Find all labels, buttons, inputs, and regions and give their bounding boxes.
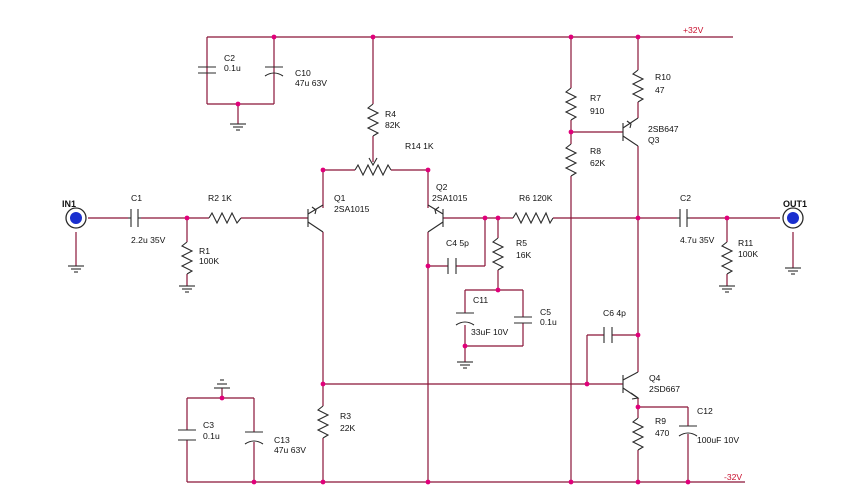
r2-ref: R2 1K: [208, 193, 232, 203]
transistor-q1-symbol: [307, 204, 324, 233]
c12-value: 100uF 10V: [697, 435, 739, 445]
capacitor-c4-symbol: [447, 258, 457, 274]
c3-ref: C3: [203, 420, 214, 430]
c4-ref: C4 5p: [446, 238, 469, 248]
wires: [75, 36, 794, 483]
capacitor-c2-decoupling-symbol: [198, 66, 216, 74]
c5-ref: C5: [540, 307, 551, 317]
r4-ref: R4: [385, 109, 396, 119]
output-port-label: OUT1: [783, 199, 807, 209]
c1-ref: C1: [131, 193, 142, 203]
q2-part: 2SA1015: [432, 193, 468, 203]
r6-ref: R6 120K: [519, 193, 553, 203]
junction-dots: [184, 34, 730, 485]
c13-ref: C13: [274, 435, 290, 445]
c2-decoupling-value: 0.1u: [224, 63, 241, 73]
negative-rail-label: -32V: [724, 472, 742, 482]
resistor-r5-symbol: [491, 237, 505, 271]
c3-value: 0.1u: [203, 431, 220, 441]
ground-symbol-output: [785, 267, 801, 275]
r11-value: 100K: [738, 249, 758, 259]
r4-value: 82K: [385, 120, 401, 130]
capacitor-c10-symbol: [264, 66, 284, 77]
ground-symbol-input: [68, 265, 84, 273]
r11-ref: R11: [738, 238, 753, 248]
r14-wiper-arrow: [368, 157, 378, 167]
capacitor-c5-symbol: [514, 316, 532, 324]
r3-value: 22K: [340, 423, 356, 433]
c11-ref: C11: [473, 295, 488, 305]
q4-part: 2SD667: [649, 384, 680, 394]
q3-part: 2SB647: [648, 124, 679, 134]
positive-rail-label: +32V: [683, 25, 704, 35]
capacitor-c13-symbol: [244, 431, 264, 445]
transistor-q2-symbol: [427, 204, 444, 233]
r5-value: 16K: [516, 250, 532, 260]
resistor-r14-symbol: [354, 163, 392, 177]
q2-ref: Q2: [436, 182, 448, 192]
r3-ref: R3: [340, 411, 351, 421]
capacitor-c11-symbol: [455, 312, 475, 326]
resistor-r8-symbol: [564, 143, 578, 177]
resistor-r9-symbol: [631, 417, 645, 451]
c2-decoupling-ref: C2: [224, 53, 235, 63]
c10-ref: C10: [295, 68, 311, 78]
c11-value: 33uF 10V: [471, 327, 509, 337]
q4-ref: Q4: [649, 373, 661, 383]
ground-symbol-c3-c13: [214, 379, 230, 389]
c2-output-value: 4.7u 35V: [680, 235, 715, 245]
input-port-connector: [65, 207, 87, 229]
r8-ref: R8: [590, 146, 601, 156]
c10-value: 47u 63V: [295, 78, 327, 88]
r10-value: 47: [655, 85, 665, 95]
c13-value: 47u 63V: [274, 445, 306, 455]
c12-ref: C12: [697, 406, 713, 416]
c2-output-ref: C2: [680, 193, 691, 203]
input-port-label: IN1: [62, 199, 76, 209]
ground-symbol-r1: [179, 285, 195, 293]
ground-symbol-r11: [719, 285, 735, 293]
r7-ref: R7: [590, 93, 601, 103]
resistor-r1-symbol: [180, 241, 194, 275]
r7-value: 910: [590, 106, 605, 116]
transistor-q4-symbol: [622, 371, 640, 400]
resistor-r10-symbol: [631, 69, 645, 103]
resistor-r2-symbol: [208, 211, 242, 225]
transistor-q3-symbol: [622, 117, 639, 147]
q1-part: 2SA1015: [334, 204, 370, 214]
r5-ref: R5: [516, 238, 527, 248]
r14-ref: R14 1K: [405, 141, 434, 151]
r9-ref: R9: [655, 416, 666, 426]
capacitor-c3-symbol: [178, 429, 196, 441]
capacitor-c12-symbol: [678, 425, 698, 437]
c5-value: 0.1u: [540, 317, 557, 327]
capacitor-c2-output-symbol: [677, 209, 690, 227]
output-port-connector: [782, 207, 804, 229]
r1-value: 100K: [199, 256, 219, 266]
ground-symbol-c2-c10: [230, 123, 246, 131]
resistor-r4-symbol: [366, 103, 380, 137]
q3-ref: Q3: [648, 135, 660, 145]
r1-ref: R1: [199, 246, 210, 256]
resistor-r7-symbol: [564, 87, 578, 121]
resistor-r11-symbol: [720, 241, 734, 275]
resistor-r3-symbol: [316, 405, 330, 439]
r10-ref: R10: [655, 72, 671, 82]
r8-value: 62K: [590, 158, 606, 168]
q1-ref: Q1: [334, 193, 346, 203]
resistor-r6-symbol: [512, 211, 554, 225]
capacitor-c6-symbol: [603, 327, 613, 343]
capacitor-c1-symbol: [128, 209, 141, 227]
ground-symbol-c11: [457, 361, 473, 369]
r9-value: 470: [655, 428, 670, 438]
c1-value: 2.2u 35V: [131, 235, 166, 245]
c6-ref: C6 4p: [603, 308, 626, 318]
